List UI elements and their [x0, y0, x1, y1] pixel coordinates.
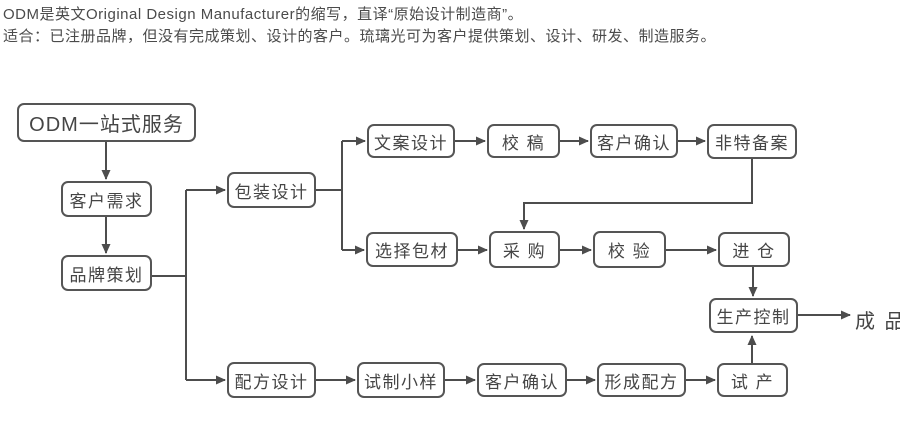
node-formula-design: 配方设计 — [227, 362, 316, 398]
node-brand-planning: 品牌策划 — [61, 255, 152, 291]
node-trial-sample: 试制小样 — [357, 362, 445, 398]
node-trial-production: 试 产 — [717, 363, 788, 397]
intro-line-1: ODM是英文Original Design Manufacturer的缩写，直译… — [3, 6, 524, 23]
node-customer-confirm-bottom: 客户确认 — [477, 363, 567, 397]
node-formula-formation: 形成配方 — [597, 363, 686, 397]
node-packaging-design: 包装设计 — [227, 172, 316, 208]
node-customer-needs: 客户需求 — [61, 181, 152, 217]
node-finished-product: 成 品 — [855, 311, 900, 333]
node-verification: 校 验 — [593, 231, 666, 268]
node-copy-design: 文案设计 — [367, 124, 455, 158]
intro-text: ODM是英文Original Design Manufacturer的缩写，直译… — [3, 4, 883, 48]
node-odm-service: ODM一站式服务 — [17, 103, 196, 142]
node-warehousing: 进 仓 — [718, 232, 790, 267]
node-customer-confirm-top: 客户确认 — [590, 124, 678, 158]
node-select-packaging: 选择包材 — [366, 232, 458, 267]
node-proofreading: 校 稿 — [487, 124, 560, 158]
intro-line-2: 适合：已注册品牌，但没有完成策划、设计的客户。琉璃光可为客户提供策划、设计、研发… — [3, 28, 717, 45]
node-non-special-filing: 非特备案 — [707, 124, 797, 159]
node-production-control: 生产控制 — [709, 298, 798, 333]
node-purchase: 采 购 — [489, 231, 560, 268]
